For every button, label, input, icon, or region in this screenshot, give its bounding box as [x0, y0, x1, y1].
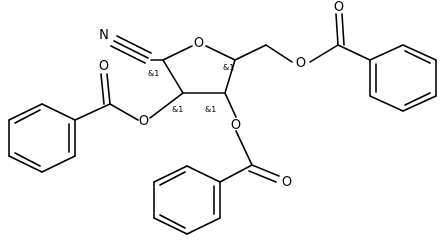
carbonyl-oxygen-c2-label: O — [99, 59, 109, 74]
ester-oxygen-c5-label: O — [296, 56, 306, 71]
benzoate-c5-branch — [234, 13, 437, 112]
benzoate-c3-branch — [153, 92, 280, 235]
ester-oxygen-c2-label: O — [139, 114, 149, 129]
carbonyl-oxygen-c5-label: O — [334, 0, 344, 15]
carbonyl-oxygen-c3-label: O — [282, 175, 292, 190]
furanose-ring — [162, 45, 236, 94]
ring-oxygen-label: O — [194, 36, 204, 51]
stereo-label-c1: &1 — [148, 69, 159, 78]
nitrile-nitrogen-label: N — [99, 28, 109, 43]
benzoate-c2-branch — [8, 73, 184, 173]
stereo-label-c2: &1 — [172, 105, 183, 114]
stereo-label-c4: &1 — [223, 63, 234, 72]
nitrile-group — [110, 35, 164, 64]
stereo-label-c3: &1 — [205, 105, 216, 114]
ester-oxygen-c3-label: O — [231, 118, 241, 133]
